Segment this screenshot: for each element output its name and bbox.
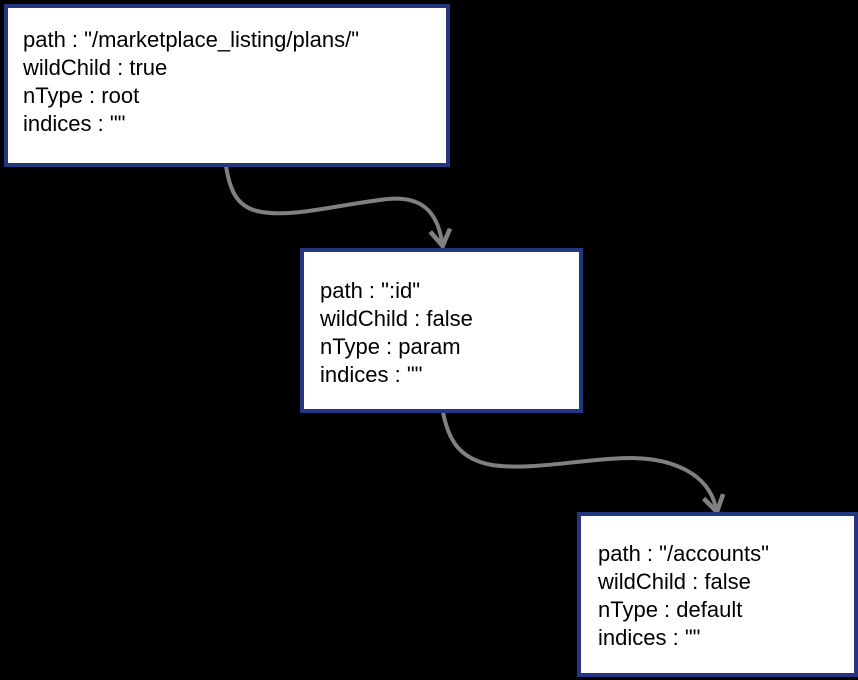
node-default: path : "/accounts" wildChild : false nTy… <box>577 512 858 677</box>
node-line-indices: indices : "" <box>320 362 423 387</box>
node-line-indices: indices : "" <box>23 111 126 136</box>
arrow-root-to-param <box>224 165 442 242</box>
node-line-ntype: nType : default <box>598 597 743 622</box>
node-line-wildchild: wildChild : false <box>320 306 473 331</box>
node-line-path: path : "/marketplace_listing/plans/" <box>23 27 360 52</box>
node-line-wildchild: wildChild : true <box>23 55 168 80</box>
node-param: path : ":id" wildChild : false nType : p… <box>300 248 583 413</box>
arrow-param-to-default <box>441 411 716 508</box>
node-line-wildchild: wildChild : false <box>598 569 751 594</box>
node-line-path: path : "/accounts" <box>598 541 769 566</box>
node-root: path : "/marketplace_listing/plans/" wil… <box>4 4 450 167</box>
node-line-indices: indices : "" <box>598 625 701 650</box>
node-line-path: path : ":id" <box>320 278 421 303</box>
node-line-ntype: nType : param <box>320 334 461 359</box>
node-line-ntype: nType : root <box>23 83 140 108</box>
